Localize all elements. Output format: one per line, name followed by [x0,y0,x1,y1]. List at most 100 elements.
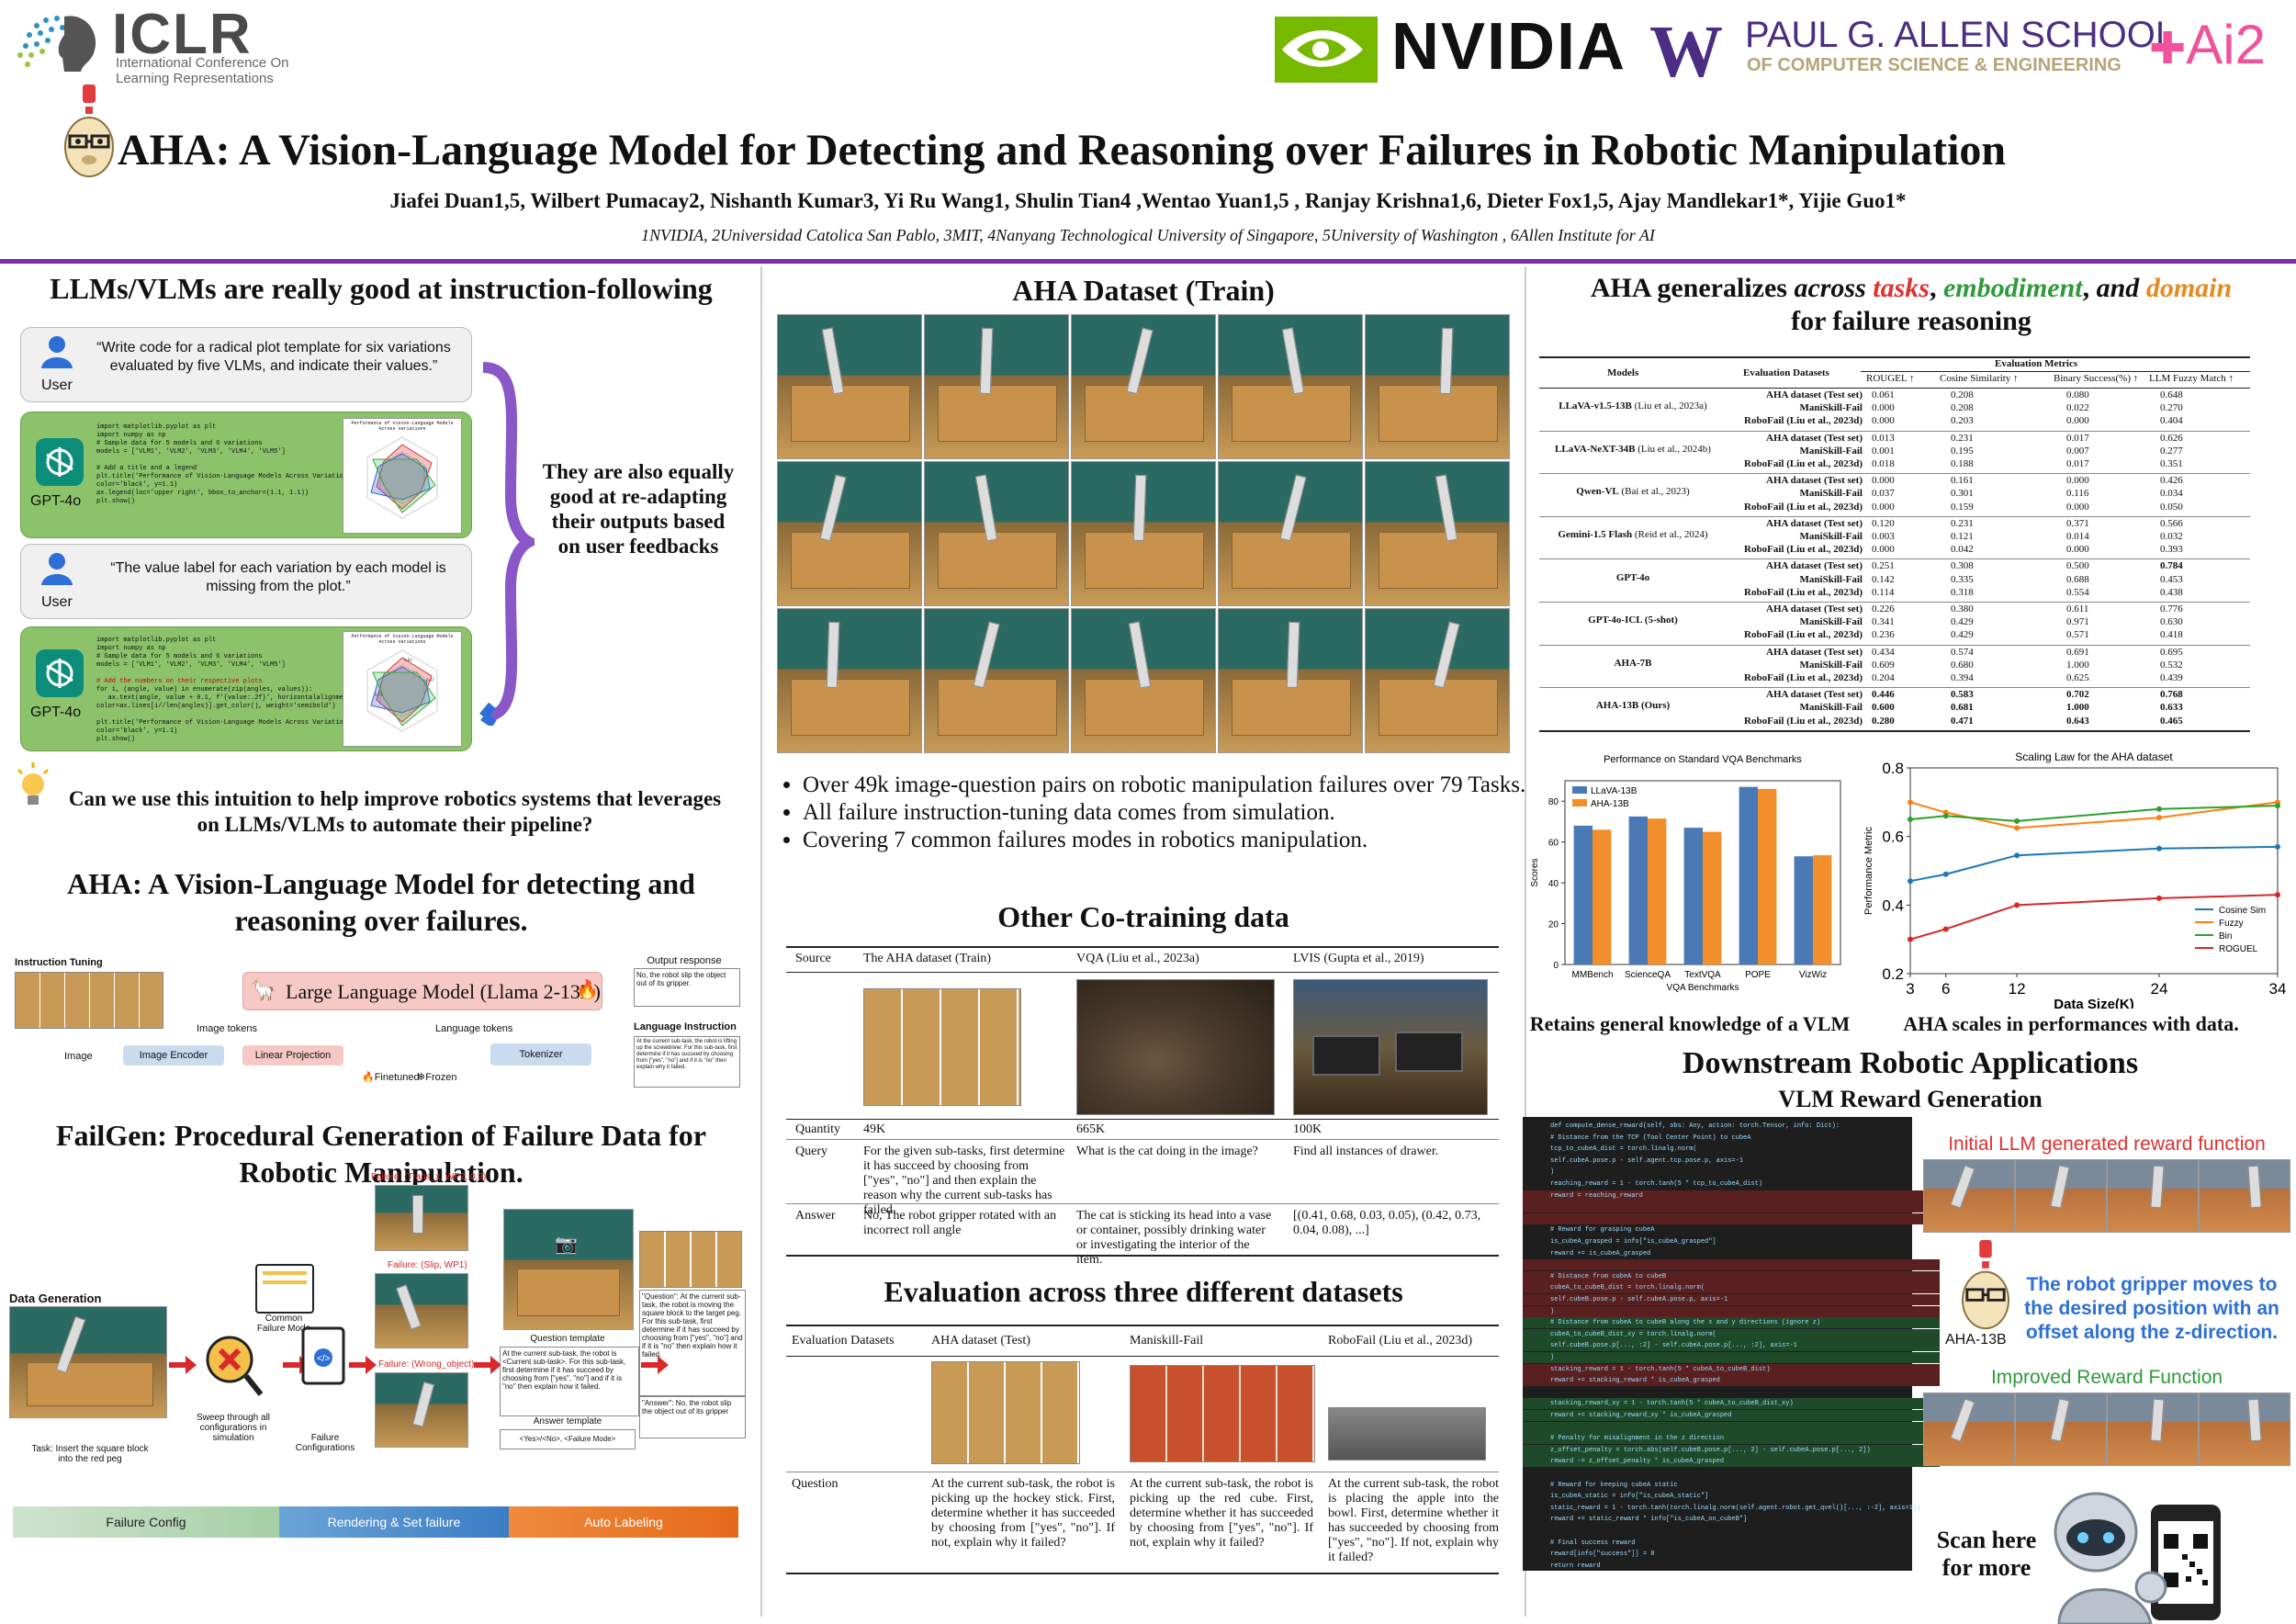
clipboard-icon [255,1264,314,1314]
query-vqa: What is the cat doing in the image? [1076,1145,1258,1158]
dataset-cell: AHA dataset (Test set) [1766,689,1863,701]
metric-cell: 0.000 [1872,475,1895,487]
model-name: AHA-13B (Ours) [1595,700,1671,712]
aha-dataset-image-grid [777,314,1512,753]
metric-cell: 0.188 [1951,458,1974,469]
llama-mascot-icon [64,85,114,177]
vqa-benchmark-chart: Performance on Standard VQA Benchmarks02… [1530,754,1841,993]
robotics-question: Can we use this intuition to help improv… [68,787,722,836]
dataset-cell: AHA dataset (Test set) [1766,432,1863,444]
table-header: Maniskill-Fail [1130,1334,1204,1348]
metric-cell: 0.341 [1872,616,1895,628]
metric-cell: 0.371 [2066,517,2089,529]
document-code-icon: </> [301,1326,345,1385]
image-tokens-label: Image tokens [197,1023,258,1034]
improved-reward-rollout [1923,1393,2290,1466]
dataset-cell: AHA dataset (Test set) [1766,560,1863,572]
metric-cell: 0.583 [1951,689,1974,701]
metric-cell: 0.691 [2066,646,2089,658]
reward-code-line: ) [1523,1352,1940,1363]
metric-cell: 0.000 [1872,402,1895,414]
model-name: GPT-4o [1615,571,1650,583]
metric-cell: 0.208 [1951,402,1974,414]
metric-cell: 0.643 [2066,715,2089,727]
adapting-outputs-text: They are also equally good at re-adaptin… [542,460,735,558]
initial-reward-rollout [1923,1159,2290,1233]
metric-cell: 0.318 [1951,586,1974,598]
reward-code-line [1523,1387,1940,1398]
answer-label: Answer [795,1209,836,1223]
code-line: # Add a title and a legend [96,465,197,472]
arrow-right-icon [641,1356,669,1374]
reward-code-line [1523,1259,1940,1271]
metric-cell: 0.280 [1872,715,1895,727]
radar-plot-thumbnail: Performance of Vision-Language Models Ac… [343,418,462,534]
dataset-scene-image [1365,461,1510,606]
dataset-scene-image [777,461,922,606]
model-name: Qwen-VL (Bai et al., 2023) [1576,486,1690,498]
code-line: import numpy as np [96,432,166,439]
user-label: User [41,378,73,393]
dataset-cell: RoboFail (Liu et al., 2023d) [1744,501,1863,513]
metric-cell: 0.429 [1951,629,1974,641]
metric-cell: 0.439 [2160,672,2183,683]
metric-cell: 0.611 [2066,603,2089,615]
bar-aha-13b [1593,829,1612,964]
rollout-frame [2015,1159,2107,1233]
metric-cell: 0.003 [1872,531,1895,542]
query-lvis: Find all instances of drawer. [1293,1145,1439,1158]
reward-code-line: cubeA_to_cubeB_dist = torch.linalg.norm( [1523,1282,1940,1294]
feedback-loop-arrow [479,362,535,726]
data-point [2014,818,2020,824]
x-tick-label: POPE [1745,970,1771,980]
model-name: Gemini-1.5 Flash (Reid et al., 2024) [1558,529,1708,540]
robofail-sample-image [1328,1407,1486,1460]
output-response-label: Output response [647,955,722,966]
metric-cell: 0.000 [1872,544,1895,556]
code-line: # Sample data for 5 models and 6 variati… [96,653,263,660]
metric-cell: 1.000 [2066,702,2089,714]
dataset-scene-image [777,314,922,459]
model-name: GPT-4o-ICL (5-shot) [1588,615,1678,626]
x-tick-label: 6 [1941,980,1950,998]
poster-header: ICLR International Conference On Learnin… [0,0,2296,259]
data-point [2275,892,2280,898]
reward-code-line: # Distance from cubeA to cubeB [1523,1270,1940,1282]
sweep-label: Sweep through all configurations in simu… [196,1413,271,1443]
dataset-cell: ManiSkill-Fail [1799,488,1863,500]
sweep-magnifier-icon [206,1336,264,1396]
metric-cell: 0.380 [1951,603,1974,615]
snowflake-icon: ❄ [417,1072,426,1083]
metric-cell: 0.195 [1951,445,1974,457]
section-title-aha-model: AHA: A Vision-Language Model for detecti… [67,867,695,937]
arrow-right-icon [474,1356,501,1374]
code-line [96,670,344,678]
dataset-scene-image [1218,461,1363,606]
openai-logo-icon [36,438,84,486]
x-tick-label: ScienceQA [1625,970,1671,980]
reward-code-line: self.cubeB.pose.p[..., :2] - self.cubeA.… [1523,1340,1940,1352]
bar-llava-13b [1794,856,1813,964]
metric-cell: 0.453 [2160,573,2183,585]
iclr-subtitle: International Conference On Learning Rep… [116,55,289,86]
answer-template-label: Answer template [533,1416,602,1427]
metric-cell: 0.418 [2160,629,2183,641]
code-line: plt.show() [96,736,136,743]
reward-code-line: is_cubeA_grasped = info["is_cubeA_graspe… [1550,1238,1716,1246]
dataset-cell: ManiSkill-Fail [1799,573,1863,585]
dataset-bullet: All failure instruction-tuning data come… [803,799,1528,827]
table-header: Evaluation Datasets [792,1334,895,1348]
user-label: User [41,594,73,610]
scan-qr-text: Scan here for more [1936,1527,2037,1581]
table-header: VQA (Liu et al., 2023a) [1076,952,1199,965]
radar-plot-title: Performance of Vision-Language Models Ac… [351,634,454,645]
dataset-cell: RoboFail (Liu et al., 2023d) [1744,415,1863,427]
metric-cell: 0.000 [1872,501,1895,513]
answer-template-text: <Yes>/<No>, <Failure Mode> [500,1429,636,1449]
dataset-cell: AHA dataset (Test set) [1766,517,1863,529]
metric-cell: 0.080 [2066,389,2089,400]
y-axis-label: Scores [1530,858,1540,886]
svg-text:</>: </> [317,1354,331,1364]
metric-cell: 0.159 [1951,501,1974,513]
datasets-header: Evaluation Datasets [1743,367,1829,378]
